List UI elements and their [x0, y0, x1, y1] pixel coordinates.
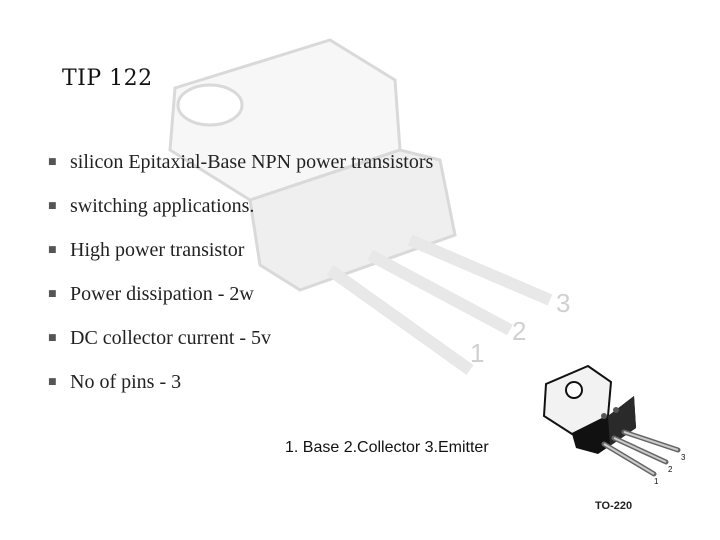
slide-title: TIP 122	[62, 66, 153, 91]
package-pin-number: 2	[668, 465, 673, 474]
bullet-marker-icon: ■	[48, 377, 57, 387]
pin-caption: 1. Base 2.Collector 3.Emitter	[285, 439, 489, 456]
bullet-marker-icon: ■	[48, 157, 57, 167]
bullet-text: No of pins - 3	[70, 370, 182, 393]
bullet-item: ■ Power dissipation - 2w	[48, 272, 433, 316]
bullet-text: High power transistor	[70, 238, 245, 261]
bullet-text: silicon Epitaxial-Base NPN power transis…	[70, 150, 434, 173]
package-label: TO-220	[595, 500, 633, 512]
bullet-item: ■ High power transistor	[48, 228, 433, 272]
bullet-marker-icon: ■	[48, 245, 57, 255]
bullet-marker-icon: ■	[48, 333, 57, 343]
background-pin-number: 2	[512, 316, 526, 346]
background-pin-number: 3	[556, 288, 570, 318]
to220-package-image: 1 2 3	[542, 364, 686, 486]
bullet-marker-icon: ■	[48, 201, 57, 211]
bullet-item: ■ DC collector current - 5v	[48, 316, 433, 360]
bullet-list: ■ silicon Epitaxial-Base NPN power trans…	[48, 140, 433, 404]
bullet-item: ■ switching applications.	[48, 184, 433, 228]
bullet-item: ■ silicon Epitaxial-Base NPN power trans…	[48, 140, 433, 184]
package-pin-number: 1	[654, 477, 659, 486]
bullet-text: DC collector current - 5v	[70, 326, 272, 349]
background-pin-number: 1	[470, 338, 484, 368]
bullet-text: switching applications.	[70, 194, 255, 217]
bullet-item: ■ No of pins - 3	[48, 360, 433, 404]
bullet-marker-icon: ■	[48, 289, 57, 299]
bullet-text: Power dissipation - 2w	[70, 282, 254, 305]
package-pin-number: 3	[681, 453, 686, 462]
